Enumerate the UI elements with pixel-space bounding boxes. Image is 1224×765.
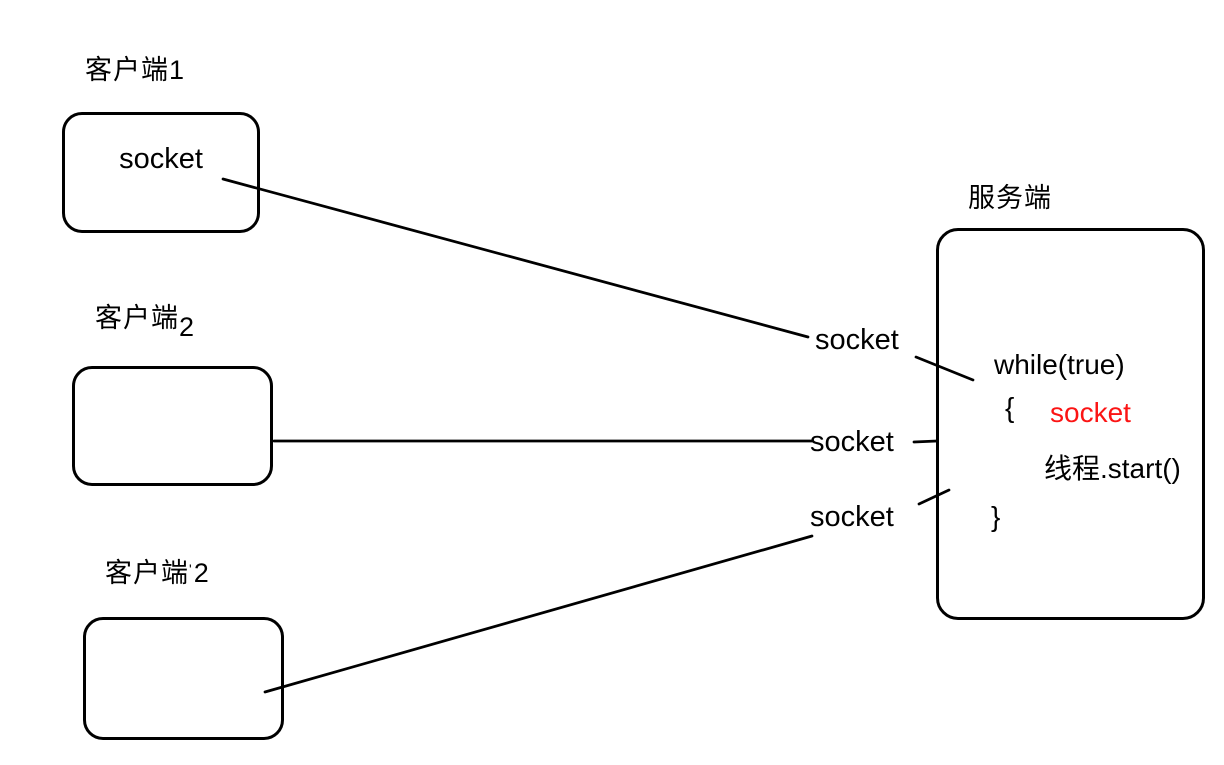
- client2-label-text: 客户端: [95, 303, 179, 333]
- server-code-thread-start: 线程.start(): [1044, 453, 1181, 484]
- edge-label-socket-2: socket: [810, 426, 894, 458]
- client1-label: 客户端1: [85, 48, 185, 87]
- server-label: 服务端: [968, 183, 1052, 213]
- connection-line-2b: [912, 439, 939, 444]
- client3-box: [83, 617, 284, 740]
- edge-label-socket-1: socket: [815, 324, 899, 356]
- server-code-open-brace: {: [1005, 392, 1015, 423]
- client3-label-tick: ': [189, 561, 193, 577]
- client2-label: 客户端2: [95, 296, 195, 342]
- edge-label-socket-3: socket: [810, 501, 894, 533]
- client1-label-text: 客户端: [85, 55, 169, 85]
- server-code-close-brace: }: [991, 501, 1001, 532]
- server-box: while(true) { socket 线程.start() }: [936, 228, 1205, 620]
- client1-box: socket: [62, 112, 260, 233]
- client1-label-num: 1: [169, 55, 186, 85]
- connection-line-1a: [221, 177, 810, 339]
- client3-label-num: 2: [193, 558, 210, 588]
- client3-label-text: 客户端: [105, 558, 189, 588]
- client1-socket-text: socket: [119, 143, 203, 175]
- client2-label-num: 2: [179, 312, 196, 342]
- client3-label: 客户端'2: [105, 551, 210, 590]
- server-code-socket: socket: [1050, 397, 1131, 428]
- server-code-while: while(true): [994, 349, 1125, 380]
- connection-line-3a: [263, 534, 814, 694]
- client2-box: [72, 366, 273, 486]
